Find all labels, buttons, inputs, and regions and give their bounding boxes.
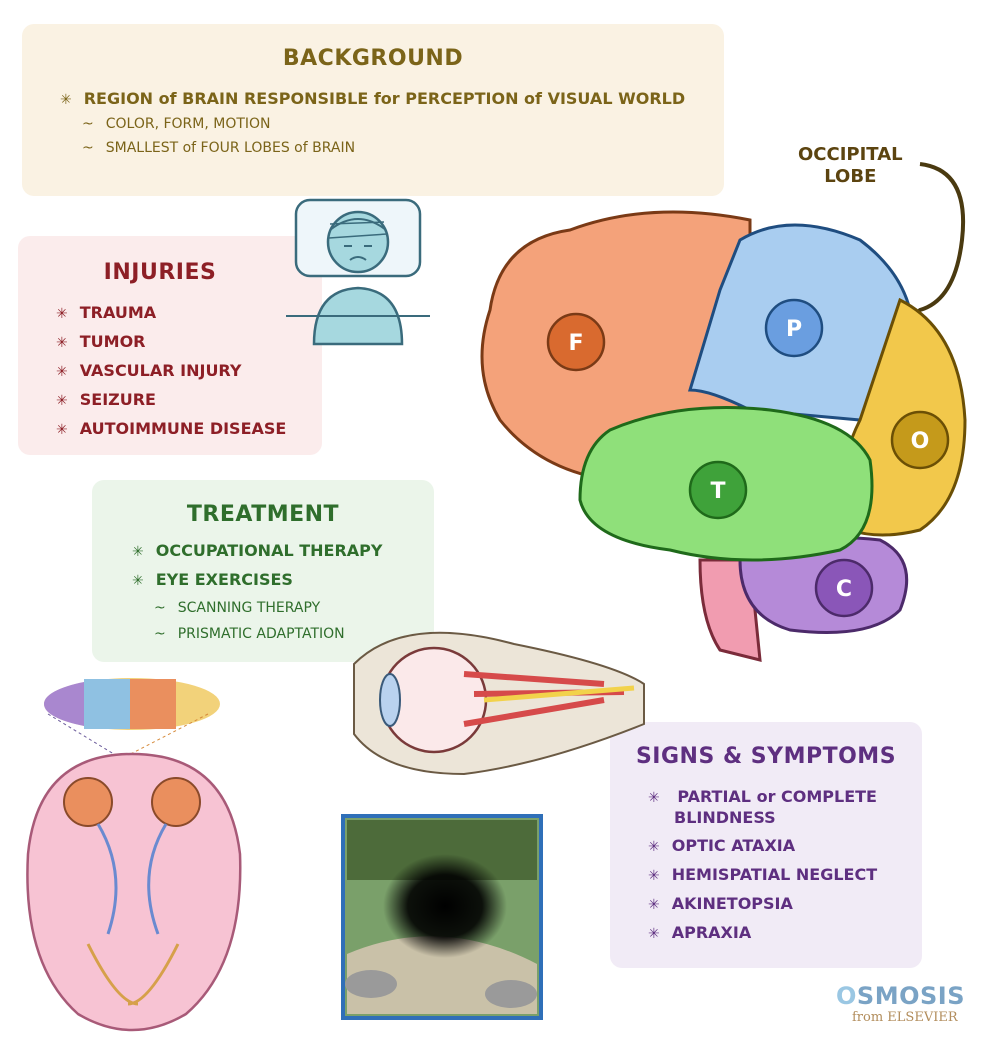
frontal-lobe-marker — [546, 312, 606, 372]
injuries-title: INJURIES — [103, 260, 217, 285]
visual-field-loss-illustration — [341, 814, 543, 1020]
background-sub-item-1: COLOR, FORM, MOTION — [82, 116, 724, 132]
osmosis-logo: OSMOSIS from ELSEVIER — [836, 982, 976, 1025]
treatment-title: TREATMENT — [186, 502, 340, 527]
background-sub-item-2: SMALLEST of FOUR LOBES of BRAIN — [82, 140, 724, 156]
cerebellum-lobe-marker — [814, 558, 874, 618]
signs-symptoms-panel: SIGNS & SYMPTOMS PARTIAL or COMPLETE BLI… — [610, 722, 922, 968]
background-main-item: REGION of BRAIN RESPONSIBLE for PERCEPTI… — [60, 89, 724, 108]
treatment-sub-item: PRISMATIC ADAPTATION — [154, 621, 434, 647]
eye-orbit-illustration — [353, 631, 645, 776]
injuries-panel: INJURIES TRAUMA TUMOR VASCULAR INJURY SE… — [18, 236, 322, 455]
logo-subtitle: from ELSEVIER — [852, 1010, 958, 1025]
background-title: BACKGROUND — [282, 46, 464, 71]
treatment-list: OCCUPATIONAL THERAPY EYE EXERCISES SCANN… — [92, 537, 434, 647]
sign-item-continuation: BLINDNESS — [674, 808, 776, 827]
logo-wordmark: OSMOSIS — [836, 982, 976, 1010]
sign-item: HEMISPATIAL NEGLECT — [648, 865, 922, 886]
sign-item: PARTIAL or COMPLETE BLINDNESS — [648, 787, 922, 828]
treatment-panel: TREATMENT OCCUPATIONAL THERAPY EYE EXERC… — [92, 480, 434, 662]
sign-item: OPTIC ATAXIA — [648, 836, 922, 857]
injuries-list: TRAUMA TUMOR VASCULAR INJURY SEIZURE AUT… — [56, 299, 322, 444]
frontal-letter: F — [568, 331, 583, 356]
signs-title: SIGNS & SYMPTOMS — [635, 744, 897, 769]
temporal-letter: T — [710, 479, 725, 504]
cerebellum-letter: C — [836, 577, 852, 602]
occipital-letter: O — [911, 429, 930, 454]
injury-item: VASCULAR INJURY — [56, 357, 322, 386]
sign-item: AKINETOPSIA — [648, 894, 922, 915]
occipital-label-line2: LOBE — [824, 166, 877, 187]
background-panel: BACKGROUND REGION of BRAIN RESPONSIBLE f… — [22, 24, 724, 196]
temporal-lobe-marker — [688, 460, 748, 520]
treatment-item: OCCUPATIONAL THERAPY — [132, 537, 434, 566]
visual-pathway-illustration — [26, 678, 242, 1032]
injury-item: TRAUMA — [56, 299, 322, 328]
injury-item: AUTOIMMUNE DISEASE — [56, 415, 322, 444]
brain-lobes-illustration: F P O T C — [480, 162, 967, 662]
occipital-lobe-label: OCCIPITAL LOBE — [798, 144, 903, 188]
logo-o: O — [836, 982, 857, 1010]
injury-item: SEIZURE — [56, 386, 322, 415]
treatment-sub-item: SCANNING THERAPY — [154, 595, 434, 621]
injury-item: TUMOR — [56, 328, 322, 357]
injured-patient-illustration — [286, 198, 430, 346]
occipital-label-line1: OCCIPITAL — [798, 144, 903, 165]
logo-rest: SMOSIS — [856, 982, 965, 1010]
occipital-lobe-marker — [890, 410, 950, 470]
treatment-item: EYE EXERCISES — [132, 566, 434, 595]
parietal-letter: P — [786, 317, 802, 342]
sign-item-text: PARTIAL or COMPLETE — [677, 787, 877, 806]
parietal-lobe-marker — [764, 298, 824, 358]
signs-list: PARTIAL or COMPLETE BLINDNESS OPTIC ATAX… — [648, 787, 922, 944]
sign-item: APRAXIA — [648, 923, 922, 944]
